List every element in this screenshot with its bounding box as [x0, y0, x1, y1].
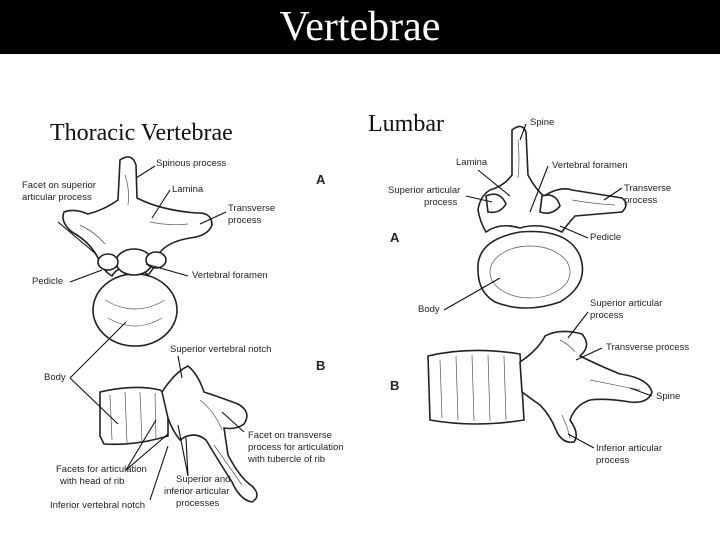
lumbar-label-transverse-line2: process [624, 195, 658, 206]
lumbar-label-superior-articular-b-line1: Superior articular [590, 298, 663, 309]
lumbar-label-inferior-articular-line2: process [596, 455, 630, 466]
lumbar-label-inferior-articular-line1: Inferior articular [596, 443, 662, 454]
lumbar-leader-lines [443, 123, 653, 449]
thoracic-label-pedicle: Pedicle [32, 276, 64, 287]
thoracic-leader-lines [57, 165, 245, 501]
thoracic-fig-b-letter: B [316, 358, 326, 373]
lumbar-heading: Lumbar [368, 111, 444, 137]
lumbar-label-lamina: Lamina [456, 157, 488, 168]
thoracic-label-spinous-process: Spinous process [156, 158, 227, 169]
thoracic-label-facet-superior-line1: Facet on superior [22, 180, 96, 191]
lumbar-superior-view-drawing [477, 125, 627, 309]
thoracic-label-inferior-notch: Inferior vertebral notch [50, 500, 146, 511]
thoracic-lateral-view-drawing [99, 365, 258, 503]
thoracic-label-facet-superior-line2: articular process [22, 192, 92, 203]
lumbar-fig-b-letter: B [390, 378, 400, 393]
lumbar-lateral-view-drawing [427, 330, 653, 444]
thoracic-label-facet-transverse-line2: process for articulation [248, 442, 344, 453]
slide-title: Vertebrae [0, 0, 720, 54]
lumbar-fig-a-letter: A [390, 230, 400, 245]
thoracic-label-transverse-line1: Transverse [228, 203, 276, 214]
thoracic-label-sup-inf-line1: Superior and [176, 474, 231, 485]
lumbar-label-transverse-line1: Transverse [624, 183, 672, 194]
thoracic-superior-view-drawing [62, 156, 213, 347]
lumbar-label-spine: Spine [530, 117, 555, 128]
thoracic-label-transverse-line2: process [228, 215, 262, 226]
thoracic-label-sup-inf-line2: inferior articular [164, 486, 230, 497]
thoracic-label-facets-head-line2: with head of rib [60, 476, 125, 487]
thoracic-heading: Thoracic Vertebrae [50, 120, 233, 146]
lumbar-label-vertebral-foramen: Vertebral foramen [552, 160, 628, 171]
lumbar-label-transverse-process: Transverse process [606, 342, 690, 353]
thoracic-label-vertebral-foramen: Vertebral foramen [192, 270, 268, 281]
lumbar-label-body: Body [418, 304, 440, 315]
thoracic-label-body: Body [44, 372, 66, 383]
lumbar-label-pedicle: Pedicle [590, 232, 622, 243]
thoracic-label-superior-notch: Superior vertebral notch [170, 344, 272, 355]
thoracic-label-facet-transverse-line3: with tubercle of rib [248, 454, 326, 465]
thoracic-label-sup-inf-line3: processes [176, 498, 220, 509]
lumbar-label-spine-b: Spine [656, 391, 681, 402]
thoracic-label-facet-transverse-line1: Facet on transverse [248, 430, 332, 441]
lumbar-label-superior-articular-line2: process [424, 197, 458, 208]
lumbar-label-superior-articular-line1: Superior articular [388, 185, 461, 196]
thoracic-label-lamina: Lamina [172, 184, 204, 195]
thoracic-fig-a-letter: A [316, 172, 326, 187]
lumbar-label-superior-articular-b-line2: process [590, 310, 624, 321]
thoracic-label-facets-head-line1: Facets for articulation [56, 464, 147, 475]
